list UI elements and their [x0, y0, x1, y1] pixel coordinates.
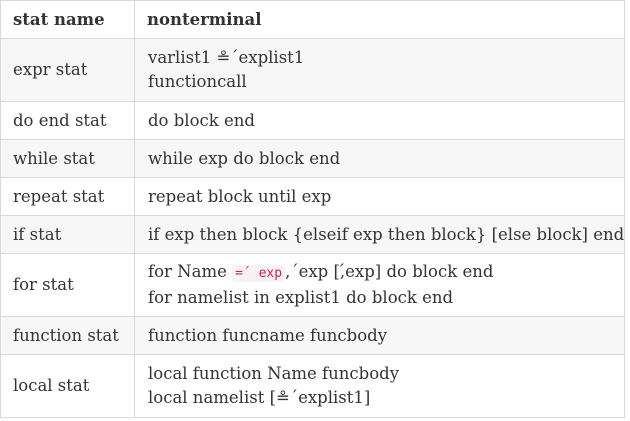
nonterminal-line: while exp do block end [148, 148, 341, 168]
stat-name-cell: repeat stat [0, 177, 135, 216]
nonterminal-cell: while exp do block end [134, 139, 625, 178]
stat-name-cell: while stat [0, 139, 135, 178]
inline-code: =´ exp [232, 265, 286, 282]
stat-name-cell: if stat [0, 215, 135, 254]
stat-name-cell: for stat [0, 253, 135, 317]
header-nonterminal: nonterminal [134, 0, 625, 39]
nonterminal-line: for Name =´ exp,´exp [,́exp] do block en… [148, 260, 612, 286]
table-row: repeat stat repeat block until exp [0, 177, 625, 216]
table-row: for stat for Name =´ exp,´exp [,́exp] do… [0, 253, 625, 317]
nonterminal-text: for Name [148, 262, 233, 281]
nonterminal-cell: repeat block until exp [134, 177, 625, 216]
table-row: local stat local function Name funcbody … [0, 354, 625, 418]
stat-name-cell: local stat [0, 354, 135, 418]
header-row: stat name nonterminal [0, 0, 625, 39]
nonterminal-line: do block end [148, 110, 255, 130]
nonterminal-text: ,´exp [,́exp] do block end [285, 262, 494, 281]
nonterminal-cell: local function Name funcbody local namel… [134, 354, 625, 418]
nonterminal-cell: for Name =´ exp,´exp [,́exp] do block en… [134, 253, 625, 317]
nonterminal-line: functioncall [148, 72, 247, 91]
table-row: function stat function funcname funcbody [0, 316, 625, 355]
nonterminal-line: for namelist in explist1 do block end [148, 288, 454, 307]
nonterminal-line: if exp then block {elseif exp then block… [148, 224, 625, 244]
stat-name-cell: function stat [0, 316, 135, 355]
table-row: do end stat do block end [0, 101, 625, 140]
nonterminal-cell: do block end [134, 101, 625, 140]
table-row: while stat while exp do block end [0, 139, 625, 178]
nonterminal-line: repeat block until exp [148, 186, 332, 206]
nonterminal-line: varlist1 ≗´explist1 [148, 48, 305, 67]
nonterminal-cell: if exp then block {elseif exp then block… [134, 215, 625, 254]
header-stat-name: stat name [0, 0, 135, 39]
stat-name-cell: do end stat [0, 101, 135, 140]
stat-name-cell: expr stat [0, 38, 135, 102]
nonterminal-line: local function Name funcbody [148, 364, 400, 383]
nonterminal-cell: function funcname funcbody [134, 316, 625, 355]
nonterminal-line: function funcname funcbody [148, 325, 388, 345]
nonterminal-line: local namelist [≗´explist1] [148, 388, 371, 407]
table-row: expr stat varlist1 ≗´explist1 functionca… [0, 38, 625, 102]
table-row: if stat if exp then block {elseif exp th… [0, 215, 625, 254]
nonterminal-cell: varlist1 ≗´explist1 functioncall [134, 38, 625, 102]
